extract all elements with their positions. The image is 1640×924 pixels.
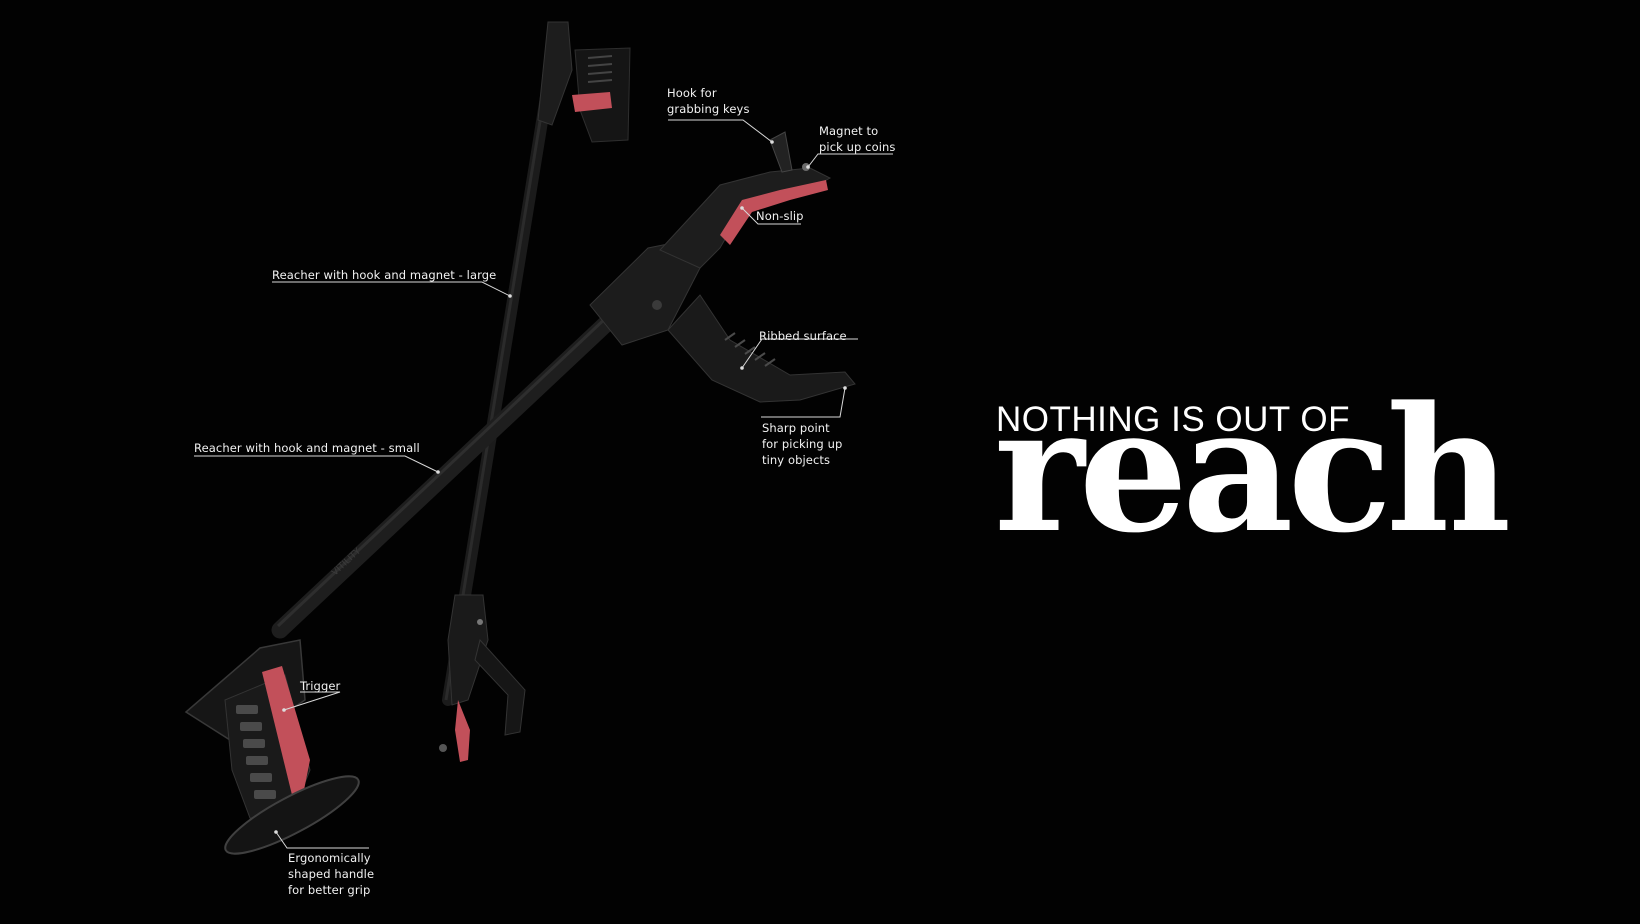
callout-leader-dots	[274, 140, 847, 834]
callout-large-reacher: Reacher with hook and magnet - large	[272, 268, 497, 282]
headline-top-line: NOTHING IS OUT OF	[996, 400, 1350, 439]
headline-reach-word: reach	[994, 368, 1511, 571]
callout-non-slip: Non-slip	[756, 209, 804, 223]
large-reacher	[439, 21, 631, 762]
callout-sharp-point: Sharp point for picking up tiny objects	[762, 421, 843, 467]
callout-leader-lines	[194, 119, 893, 849]
callout-magnet: Magnet to pick up coins	[819, 124, 896, 154]
small-reacher: VITILITY	[184, 131, 856, 855]
callout-ribbed-surface: Ribbed surface	[759, 329, 847, 343]
callout-small-reacher: Reacher with hook and magnet - small	[194, 441, 420, 455]
callout-handle: Ergonomically shaped handle for better g…	[288, 851, 375, 897]
callout-hook: Hook for grabbing keys	[667, 86, 750, 116]
callout-trigger: Trigger	[300, 679, 341, 693]
